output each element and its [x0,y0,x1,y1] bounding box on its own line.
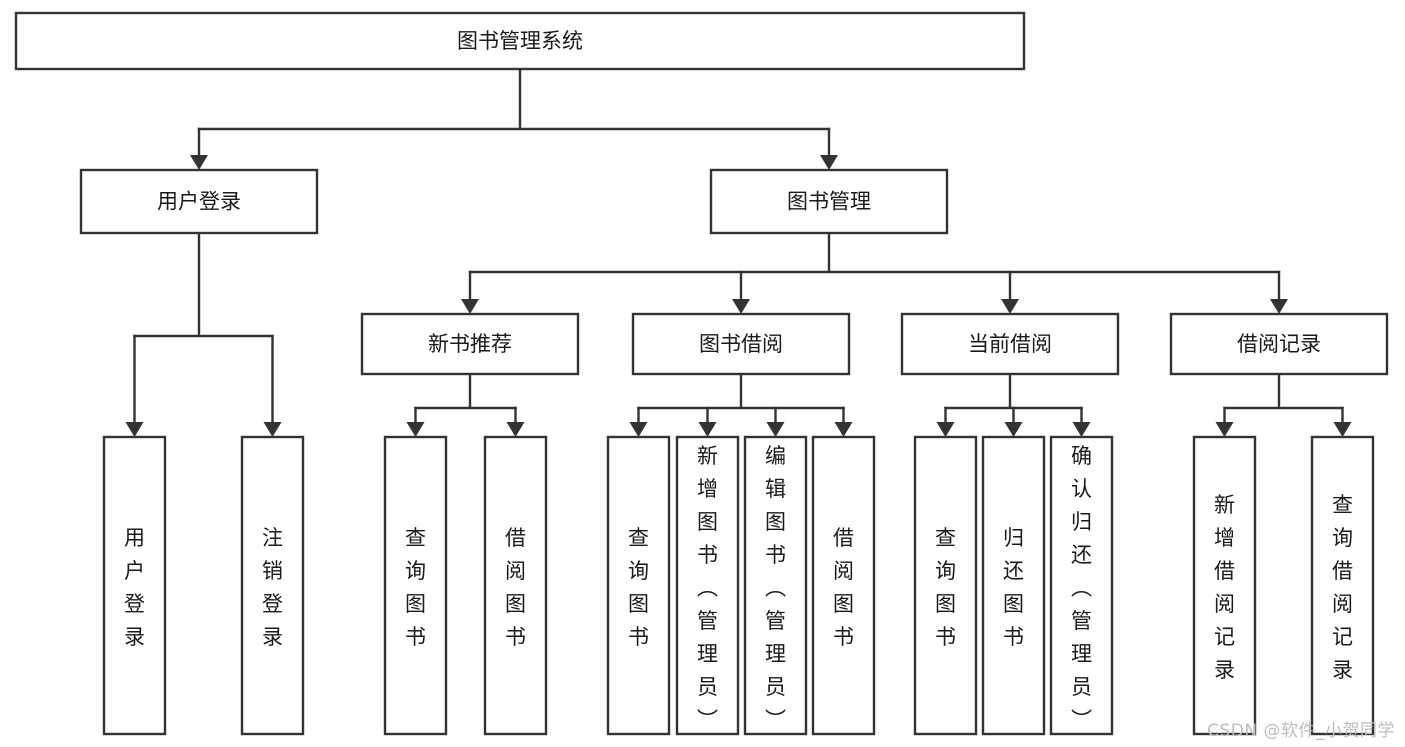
node-box-current-borrow [900,312,1120,376]
node-label-leaf-borrow-book-1: 借阅图书 [505,526,526,649]
node-label-root: 图书管理系统 [457,29,583,53]
arrow-head [698,422,717,437]
arrow-head [406,422,425,437]
connector-group-current-borrow [936,372,1091,437]
arrow-head [1001,299,1019,314]
node-leaf-query-book-3[interactable]: 查询图书 [913,435,978,736]
node-label-user-login: 用户登录 [157,190,241,214]
node-leaf-query-book-2[interactable]: 查询图书 [606,435,671,736]
node-label-leaf-add-borrow-record: 新增借阅记录 [1214,493,1235,682]
node-label-current-borrow: 当前借阅 [968,332,1052,356]
node-label-book-manage: 图书管理 [787,190,871,214]
node-box-leaf-edit-book-admin [743,435,808,736]
node-box-leaf-logout-login [240,435,305,736]
arrow-head [1004,422,1023,437]
node-box-book-manage [709,168,949,235]
node-box-user-login [79,168,319,235]
node-leaf-logout-login[interactable]: 注销登录 [240,435,305,736]
node-label-leaf-query-book-2: 查询图书 [628,526,649,649]
connector-group-user-login [125,231,282,437]
node-box-leaf-return-book [981,435,1046,736]
node-box-leaf-query-borrow-record [1310,435,1375,736]
connector-bus [197,67,831,131]
node-box-book-borrow [631,312,851,376]
node-box-leaf-query-book-2 [606,435,671,736]
connector-group-root [190,67,838,170]
node-leaf-add-book-admin[interactable]: 新增图书︵管理员︶ [675,435,740,736]
connector-bus [133,231,274,338]
node-box-leaf-borrow-book-1 [483,435,548,736]
node-label-leaf-add-book-admin: 新增图书︵管理员︶ [697,444,718,732]
connector-group-book-manage [461,231,1288,314]
connector-bus [468,231,1281,274]
node-leaf-edit-book-admin[interactable]: 编辑图书︵管理员︶ [743,435,808,736]
node-label-leaf-user-login: 用户登录 [124,526,145,649]
node-label-leaf-query-borrow-record: 查询借阅记录 [1332,493,1353,682]
node-new-book-recommend[interactable]: 新书推荐 [360,312,580,376]
arrow-head [766,422,785,437]
node-box-leaf-query-book-1 [383,435,448,736]
node-leaf-query-borrow-record[interactable]: 查询借阅记录 [1310,435,1375,736]
arrow-head [936,422,955,437]
node-box-new-book-recommend [360,312,580,376]
arrow-head [1333,422,1352,437]
connector-group-borrow-record [1215,372,1352,437]
node-label-leaf-query-book-3: 查询图书 [935,526,956,649]
node-current-borrow[interactable]: 当前借阅 [900,312,1120,376]
node-label-leaf-logout-login: 注销登录 [262,526,283,649]
arrow-head [820,155,838,170]
node-box-leaf-add-book-admin [675,435,740,736]
arrow-head [125,422,144,437]
node-label-book-borrow: 图书借阅 [699,332,783,356]
node-root[interactable]: 图书管理系统 [14,11,1026,71]
node-box-leaf-user-login [102,435,167,736]
node-leaf-query-book-1[interactable]: 查询图书 [383,435,448,736]
node-layer: 图书管理系统用户登录图书管理新书推荐图书借阅当前借阅借阅记录用户登录注销登录查询… [14,11,1389,736]
node-box-leaf-add-borrow-record [1192,435,1257,736]
arrow-head [1215,422,1234,437]
node-box-leaf-borrow-book-2 [811,435,876,736]
connector-layer [125,67,1352,437]
node-leaf-borrow-book-1[interactable]: 借阅图书 [483,435,548,736]
node-leaf-confirm-return-admin[interactable]: 确认归还︵管理员︶ [1049,435,1114,736]
arrow-head [190,155,208,170]
node-box-borrow-record [1169,312,1389,376]
node-book-borrow[interactable]: 图书借阅 [631,312,851,376]
node-leaf-borrow-book-2[interactable]: 借阅图书 [811,435,876,736]
connector-bus [944,372,1083,410]
arrow-head [506,422,525,437]
node-label-borrow-record: 借阅记录 [1237,332,1321,356]
node-box-leaf-confirm-return-admin [1049,435,1114,736]
node-leaf-add-borrow-record[interactable]: 新增借阅记录 [1192,435,1257,736]
node-label-leaf-return-book: 归还图书 [1003,526,1024,649]
connector-bus [1223,372,1344,410]
arrow-head [629,422,648,437]
node-book-manage[interactable]: 图书管理 [709,168,949,235]
node-box-root [14,11,1026,71]
node-label-leaf-query-book-1: 查询图书 [405,526,426,649]
arrow-head [732,299,750,314]
connector-bus [414,372,517,410]
node-user-login[interactable]: 用户登录 [79,168,319,235]
node-leaf-user-login[interactable]: 用户登录 [102,435,167,736]
node-label-leaf-edit-book-admin: 编辑图书︵管理员︶ [765,444,786,732]
arrow-head [263,422,282,437]
connector-group-book-borrow [629,372,853,437]
node-leaf-return-book[interactable]: 归还图书 [981,435,1046,736]
connector-bus [637,372,845,410]
node-label-leaf-confirm-return-admin: 确认归还︵管理员︶ [1071,444,1092,732]
node-label-new-book-recommend: 新书推荐 [428,332,512,356]
arrow-head [1072,422,1091,437]
node-borrow-record[interactable]: 借阅记录 [1169,312,1389,376]
connector-group-new-book-recommend [406,372,525,437]
node-box-leaf-query-book-3 [913,435,978,736]
arrow-head [834,422,853,437]
arrow-head [461,299,479,314]
node-label-leaf-borrow-book-2: 借阅图书 [833,526,854,649]
arrow-head [1270,299,1288,314]
